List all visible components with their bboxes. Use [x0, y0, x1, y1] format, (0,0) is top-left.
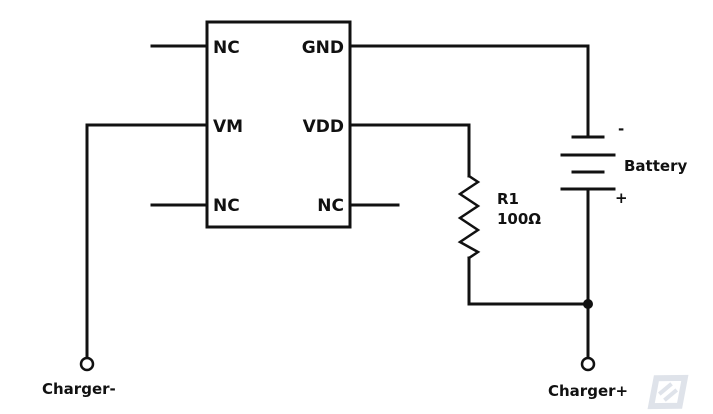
charger-negative-terminal [79, 356, 95, 372]
charger-positive-terminal [580, 356, 596, 372]
gnd-to-battery-wire [348, 44, 590, 139]
resistor-to-junction-wire [467, 256, 590, 306]
pin-label-nc-top-left: NC [213, 38, 240, 58]
battery-negative-sign: - [618, 120, 624, 138]
vm-to-charger-negative-wire [85, 123, 209, 360]
vdd-to-resistor-wire [348, 123, 471, 178]
resistor-r1-symbol [457, 174, 481, 260]
resistor-name-label: R1 [497, 190, 519, 208]
pin-label-nc-bottom-left: NC [213, 196, 240, 216]
protection-ic-body [205, 20, 352, 229]
charger-negative-label: Charger- [42, 380, 116, 398]
junction-dot [583, 299, 593, 309]
battery-positive-sign: + [615, 189, 628, 207]
battery-symbol [560, 135, 616, 191]
pin-label-nc-bottom-right: NC [317, 196, 344, 216]
charger-positive-label: Charger+ [548, 382, 628, 400]
pin-label-vdd: VDD [303, 117, 344, 137]
battery-label: Battery [624, 157, 687, 175]
pin-label-gnd: GND [302, 38, 344, 58]
pin-label-vm: VM [213, 117, 243, 137]
watermark-mark [647, 374, 689, 410]
resistor-value-label: 100Ω [497, 210, 541, 228]
